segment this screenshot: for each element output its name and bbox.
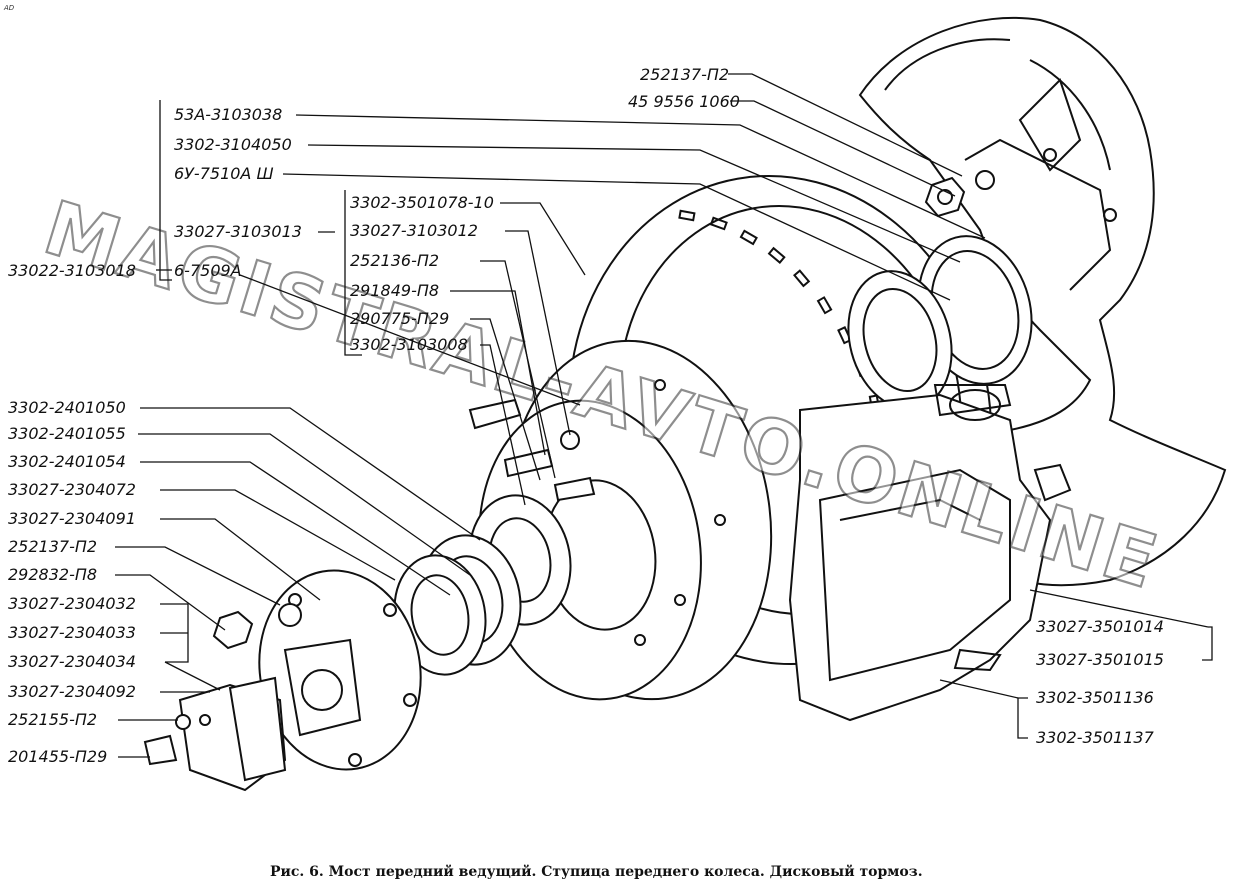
bearing-ring-drawing <box>847 176 1033 410</box>
label-33027-3501015: 33027-3501015 <box>1036 650 1164 669</box>
part-labels: 252137-П2 45 9556 1060 53А-3103038 3302-… <box>8 65 1164 766</box>
label-33027-2304072: 33027-2304072 <box>8 480 136 499</box>
label-6-7509a: 6-7509А <box>174 261 242 280</box>
label-33027-3103013: 33027-3103013 <box>174 222 302 241</box>
label-290775-p29: 290775-П29 <box>350 309 449 328</box>
label-3302-3103008: 3302-3103008 <box>350 335 468 354</box>
label-3302-2401054: 3302-2401054 <box>8 452 126 471</box>
label-33027-2304092: 33027-2304092 <box>8 682 136 701</box>
label-33027-2304032: 33027-2304032 <box>8 594 136 613</box>
label-3302-3501078-10: 3302-3501078-10 <box>350 193 494 212</box>
corner-mark: AD <box>3 4 15 12</box>
label-4595561060: 45 9556 1060 <box>628 92 740 111</box>
hub-drawing <box>468 339 773 701</box>
label-292832-p8: 292832-П8 <box>8 565 97 584</box>
label-252136-p2: 252136-П2 <box>350 251 439 270</box>
label-3302-2401055: 3302-2401055 <box>8 424 126 443</box>
label-33027-3501014: 33027-3501014 <box>1036 617 1164 636</box>
label-3302-2401050: 3302-2401050 <box>8 398 126 417</box>
label-53a-3103038: 53А-3103038 <box>174 105 282 124</box>
label-33022-3103018: 33022-3103018 <box>8 261 136 280</box>
label-252155-p2: 252155-П2 <box>8 710 97 729</box>
label-6u-7510ash: 6У-7510А Ш <box>174 164 274 183</box>
caliper-drawing <box>788 384 1072 722</box>
flange-drawing <box>143 569 422 792</box>
label-3302-3501136: 3302-3501136 <box>1036 688 1154 707</box>
label-33027-2304034: 33027-2304034 <box>8 652 136 671</box>
label-33027-2304091: 33027-2304091 <box>8 509 136 528</box>
label-3302-3501137: 3302-3501137 <box>1036 728 1155 747</box>
brake-shield-drawing <box>858 16 1227 587</box>
label-252137-p2-top: 252137-П2 <box>640 65 729 84</box>
label-33027-2304033: 33027-2304033 <box>8 623 136 642</box>
leader-lines <box>115 73 1213 758</box>
figure-caption: Рис. 6. Мост передний ведущий. Ступица п… <box>270 863 923 880</box>
label-201455-p29: 201455-П29 <box>8 747 107 766</box>
label-3302-3104050: 3302-3104050 <box>174 135 292 154</box>
label-252137-p2-left: 252137-П2 <box>8 537 97 556</box>
label-33027-3103012: 33027-3103012 <box>350 221 478 240</box>
label-291849-p8: 291849-П8 <box>350 281 439 300</box>
